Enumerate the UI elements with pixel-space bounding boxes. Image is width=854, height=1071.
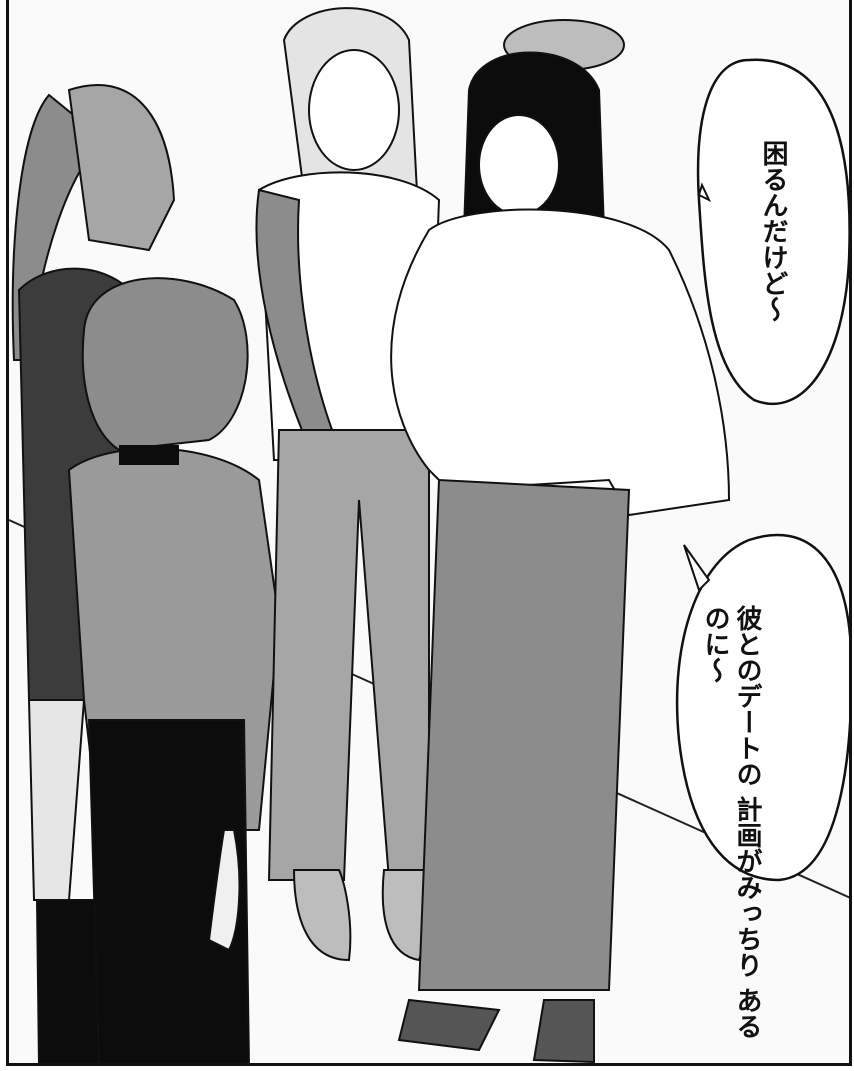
speech-bubble-1 <box>696 58 849 406</box>
bubble-2-line-3: あるのに〜 <box>700 605 762 1040</box>
bubble-1-line-1: 困るんだけど〜 <box>758 140 788 322</box>
character-short-hair-girl <box>67 277 281 1063</box>
bubble-2-line-1: 彼とのデートの <box>732 605 762 787</box>
character-beret-woman <box>390 19 731 1063</box>
speech-bubble-2 <box>675 533 849 882</box>
speech-bubble-2-text: 彼とのデートの 計画がみっちり あるのに〜 <box>699 605 763 1063</box>
bubble-2-line-2: 計画がみっちり <box>732 796 762 979</box>
character-tall-blonde <box>255 7 441 962</box>
speech-bubble-1-text: 困るんだけど〜 <box>757 140 789 322</box>
panel-artwork <box>9 7 849 1063</box>
panel-frame: 困るんだけど〜 彼とのデートの 計画がみっちり あるのに〜 <box>6 0 852 1066</box>
